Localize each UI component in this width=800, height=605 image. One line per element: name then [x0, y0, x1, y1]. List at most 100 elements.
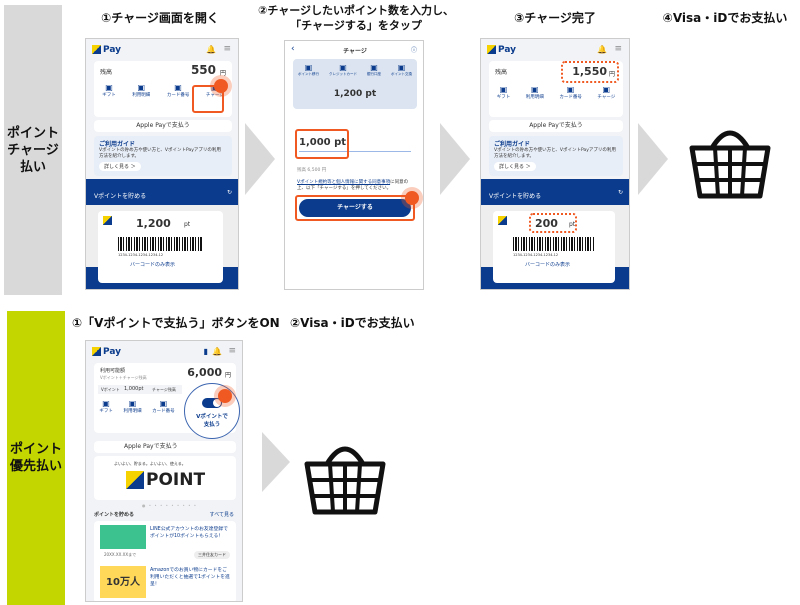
- method-bank[interactable]: 銀行口座: [367, 63, 381, 77]
- bell-icon[interactable]: 🔔: [597, 45, 607, 54]
- menu-icon[interactable]: ≡: [223, 44, 231, 54]
- balance-card: 残高 550 円 ギフト 利用明細 カード番号 チャージ: [94, 61, 232, 117]
- guide-text: Vポイントの貯め方や使い方と、VポイントPayアプリの利用方法を紹介します。: [99, 148, 221, 159]
- app-logo: Pay: [92, 45, 121, 55]
- tap-indicator: [405, 191, 419, 205]
- available-unit: 円: [224, 372, 231, 379]
- see-all-link[interactable]: すべて見る: [209, 512, 234, 518]
- phone-screen-complete: Pay 🔔 ≡ 残高 1,550 円 ギフト 利用明細 カード番号 チャージ A…: [480, 38, 630, 290]
- bell-icon[interactable]: 🔔: [212, 347, 222, 356]
- step-heading-enter-points: ②チャージしたいポイント数を入力し、 「チャージする」をタップ: [258, 4, 454, 32]
- charge-button-highlight: [295, 195, 415, 221]
- apple-pay-button[interactable]: Apple Payで支払う: [489, 120, 623, 132]
- balance-unit: 円: [608, 71, 615, 78]
- book-icon[interactable]: ▮: [203, 347, 208, 356]
- vpoint-label: Vポイント: [101, 387, 120, 392]
- balance-label: 残高: [495, 69, 508, 76]
- offer-tag: 三井住友カード: [194, 551, 230, 559]
- menu-history[interactable]: 利用明細: [526, 85, 544, 100]
- point-value: 200: [535, 217, 558, 230]
- shopping-basket-icon: [304, 446, 386, 515]
- app-logo: Pay: [487, 45, 516, 55]
- point-card: 1,200 pt 1234-1234-1234-1234-12 バーコードのみ表…: [98, 211, 223, 283]
- phone-screen-priority: Pay ▮ 🔔 ≡ 利用可能額 Vポイント＋チャージ残高 6,000 円 Vポイ…: [85, 340, 243, 602]
- menu-gift[interactable]: ギフト: [99, 399, 113, 414]
- menu-card-number[interactable]: カード番号: [559, 85, 582, 100]
- barcode-number: 1234-1234-1234-1234-12: [513, 253, 559, 257]
- points-input[interactable]: 1,000 pt: [299, 137, 411, 152]
- menu-charge[interactable]: チャージ: [206, 83, 224, 98]
- charge-methods: ポイント移行 クレジットカード 銀行口座 ポイント交換 1,200 pt: [293, 59, 417, 109]
- arrow-right-icon: [638, 123, 668, 195]
- carousel-dots[interactable]: ● • • • • • • • • •: [142, 503, 198, 508]
- guide-details-button[interactable]: 詳しく見る ＞: [494, 162, 536, 171]
- charge-balance-label: チャージ残高: [152, 387, 176, 392]
- menu-history[interactable]: 利用明細: [123, 399, 141, 414]
- back-icon[interactable]: ‹: [291, 44, 295, 54]
- charge-button[interactable]: チャージする: [299, 199, 411, 217]
- offer-text[interactable]: Amazonでのお買い物にカードをご利用いただくと抽選で1ポイントを進呈！: [150, 568, 230, 587]
- offer-date: 20XX.XX.XXまで: [104, 552, 137, 557]
- point-unit: pt: [184, 221, 191, 228]
- guide-text: Vポイントの貯め方や使い方と、VポイントPayアプリの利用方法を紹介します。: [494, 148, 616, 159]
- save-points-title: ポイントを貯める: [94, 512, 135, 518]
- vpoint-logo-icon: [103, 216, 112, 225]
- available-sub: Vポイント＋チャージ残高: [100, 375, 147, 380]
- balance-label: 残高: [100, 69, 113, 76]
- vpoint-logo-icon: [498, 216, 507, 225]
- menu-card-number[interactable]: カード番号: [167, 83, 190, 98]
- point-unit: pt: [569, 221, 576, 228]
- terms-link[interactable]: Vポイント規約等と個人情報に関する同意事項: [297, 180, 391, 185]
- vpoint-logo-icon: [92, 347, 101, 356]
- shopping-basket-icon: [689, 130, 771, 199]
- step-heading-toggle-on: ①「Vポイントで支払う」ボタンをON: [72, 316, 280, 330]
- barcode: [513, 237, 595, 251]
- menu-card-number[interactable]: カード番号: [152, 399, 175, 414]
- menu-charge[interactable]: チャージ: [597, 85, 615, 100]
- refresh-icon[interactable]: ↻: [617, 189, 623, 196]
- save-points-panel: Vポイントを貯める ↻ 200 pt 1234-1234-1234-1234-1…: [481, 179, 629, 289]
- vpoint-banner[interactable]: よいよい、貯まる。よいよい、使える。 POINT: [94, 456, 236, 500]
- save-points-panel: Vポイントを貯める ↻ 1,200 pt 1234-1234-1234-1234…: [86, 179, 238, 289]
- apple-pay-button[interactable]: Apple Payで支払う: [94, 441, 236, 453]
- terms-text: に同意の上、以下「チャージする」を押してください。: [297, 180, 409, 191]
- available-value: 6,000: [187, 366, 222, 379]
- method-point-transfer[interactable]: ポイント移行: [298, 63, 319, 77]
- tap-indicator: [214, 79, 228, 93]
- bell-icon[interactable]: 🔔: [206, 45, 216, 54]
- guide-card: ご利用ガイド Vポイントの貯め方や使い方と、VポイントPayアプリの利用方法を紹…: [489, 136, 623, 176]
- offer-text[interactable]: LINE公式アカウントのお友達登録でポイントが10ポイントもらえる！: [150, 527, 228, 539]
- menu-icon[interactable]: ≡: [614, 44, 622, 54]
- balance-value: 1,550: [572, 65, 607, 78]
- barcode-only-link[interactable]: バーコードのみ表示: [525, 262, 571, 268]
- balance-unit: 円: [219, 70, 226, 77]
- method-point-exchange[interactable]: ポイント交換: [391, 63, 412, 77]
- offers-list: LINE公式アカウントのお友達登録でポイントが10ポイントもらえる！ 20XX.…: [94, 521, 236, 601]
- help-icon[interactable]: ⓘ: [410, 47, 417, 54]
- tap-indicator: [218, 389, 232, 403]
- save-points-title: Vポイントを貯める: [489, 193, 542, 200]
- guide-card: ご利用ガイド Vポイントの貯め方や使い方と、VポイントPayアプリの利用方法を紹…: [94, 136, 232, 176]
- menu-gift[interactable]: ギフト: [497, 85, 511, 100]
- point-value: 1,200: [136, 217, 171, 230]
- step-heading-charge-complete: ③チャージ完了: [514, 11, 596, 25]
- input-highlight: [295, 129, 349, 159]
- save-points-title: Vポイントを貯める: [94, 193, 147, 200]
- menu-history[interactable]: 利用明細: [132, 83, 150, 98]
- guide-title: ご利用ガイド: [494, 141, 531, 148]
- balance-note: 残高 6,500 円: [297, 168, 327, 173]
- apple-pay-button[interactable]: Apple Payで支払う: [94, 120, 232, 132]
- vpoint-value: 1,000pt: [124, 386, 144, 392]
- menu-icon[interactable]: ≡: [228, 346, 236, 356]
- method-credit-card[interactable]: クレジットカード: [329, 63, 357, 77]
- charge-title: チャージ: [343, 48, 367, 55]
- offer-image: 10万人: [100, 566, 146, 598]
- barcode-only-link[interactable]: バーコードのみ表示: [130, 262, 176, 268]
- guide-details-button[interactable]: 詳しく見る ＞: [99, 162, 141, 171]
- refresh-icon[interactable]: ↻: [226, 189, 232, 196]
- points-highlight: [529, 213, 577, 233]
- vpoint-pay-toggle[interactable]: [202, 398, 222, 408]
- menu-gift[interactable]: ギフト: [102, 83, 116, 98]
- barcode: [118, 237, 203, 251]
- step-heading-open-charge: ①チャージ画面を開く: [101, 11, 219, 25]
